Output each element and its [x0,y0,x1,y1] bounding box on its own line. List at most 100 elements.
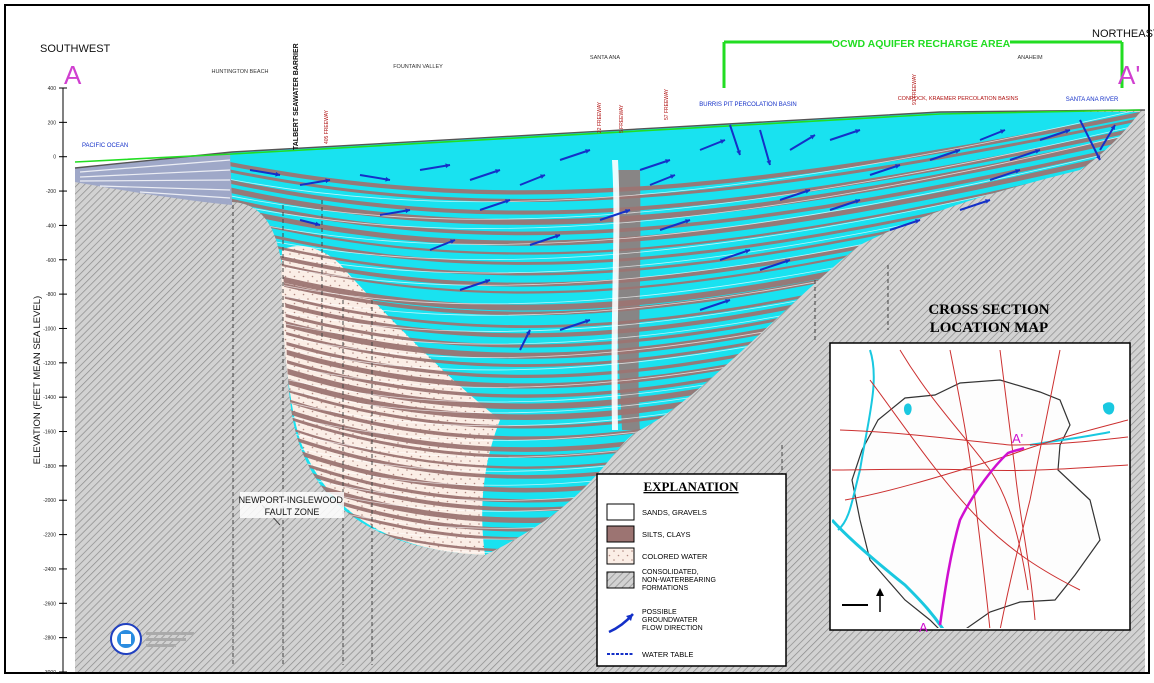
flow-arrowhead [585,319,590,324]
flow-arrow [429,239,456,251]
flow-arrowhead [736,150,741,155]
y-tick-label: -1800 [43,464,56,470]
flow-arrowhead [625,209,630,214]
central-ridge [616,170,641,430]
flow-arrow [729,124,741,156]
legend-swatch-silts [606,525,635,543]
inset-location-map: CROSS SECTION LOCATION MAP [829,302,1131,635]
sand-seam [230,145,1140,245]
flow-arrowhead [1035,149,1040,154]
y-tick-label: -3000 [43,670,56,676]
inset-scale-north [842,588,884,612]
inset-map-content [832,349,1128,628]
feature-conrock-kraemer: CONROCK, KRAEMER PERCOLATION BASINS [898,96,1019,102]
flow-arrow [829,199,861,211]
flow-arrow [779,189,811,201]
legend-title: EXPLANATION [643,479,739,494]
legend-label-silts: SILTS, CLAYS [642,530,691,539]
flow-arrow [989,169,1021,181]
flow-arrow [759,129,771,166]
y-tick-label: -2400 [43,567,56,573]
fault-zone-label: NEWPORT-INGLEWOOD FAULT ZONE [239,495,346,517]
flow-arrowhead [725,299,730,304]
fault-zone-line-2: FAULT ZONE [265,507,320,517]
flow-arrowhead [325,178,330,184]
feature-pacific-ocean: PACIFIC OCEAN [82,143,128,149]
y-tick-label: -1200 [43,361,56,367]
flow-arrow [649,174,676,186]
place-anaheim: ANAHEIM [1017,55,1042,61]
flow-arrow [1099,124,1116,151]
legend: EXPLANATION SANDS, GRAVELS SILTS, CLAYS … [596,473,787,667]
legend-label-consolidated: CONSOLIDATED, NON-WATERBEARING FORMATION… [642,569,718,592]
y-tick-label: 0 [53,155,56,161]
inset-river-east [1029,431,1111,446]
y-tick-label: -2800 [43,636,56,642]
northeast-label: NORTHEAST [1092,28,1154,40]
flow-arrowhead [450,239,455,244]
flow-arrowhead [1065,129,1070,134]
flow-arrow [559,319,591,331]
flow-arrowhead [1000,129,1005,134]
place-huntington-beach: HUNTINGTON BEACH [211,69,268,75]
flow-arrow [699,299,731,311]
inset-coastline [832,518,945,628]
legend-label-water-table: WATER TABLE [642,650,693,659]
inset-lake-west [903,403,912,416]
flow-arrowhead [485,279,490,284]
flow-arrow [719,249,751,261]
inset-river [837,349,875,531]
flow-arrow [1039,129,1071,141]
flow-arrowhead [1095,155,1101,160]
y-tick-label: -2600 [43,601,56,607]
y-tick-label: -200 [46,189,56,195]
freeway-405: 405 FREEWAY [324,109,330,144]
y-axis-label: ELEVATION (FEET MEAN SEA LEVEL) [32,296,43,464]
flow-arrowhead [766,160,772,165]
flow-arrow [869,164,901,176]
flow-arrow [759,259,791,271]
flow-arrowhead [855,129,860,134]
legend-swatch-colored-water [606,547,635,565]
feature-santa-ana-river: SANTA ANA RIVER [1066,97,1119,103]
feature-talbert-barrier: TALBERT SEAWATER BARRIER [293,43,300,150]
flow-arrow [959,199,991,211]
flow-arrow [249,169,281,176]
y-tick-label: -2200 [43,533,56,539]
y-tick-label: -1400 [43,395,56,401]
y-tick-label: -1600 [43,430,56,436]
legend-swatch-sands [606,503,635,521]
feature-burris-pit: BURRIS PIT PERCOLATION BASIN [699,102,796,108]
flow-arrowhead [275,171,280,177]
place-santa-ana: SANTA ANA [590,55,620,61]
flow-arrow [299,179,331,186]
ground-surface [74,109,1146,169]
freeway-91: 91 FREEWAY [912,73,918,105]
flow-arrow [459,279,491,291]
flow-arrowhead [895,164,900,169]
flow-arrow [559,149,591,161]
legend-label-flow-line-2: GROUNDWATER [642,617,698,624]
legend-label-flow-line-3: FLOW DIRECTION [642,625,703,632]
flow-arrowhead [665,159,670,164]
freeway-22: 22 FREEWAY [597,101,603,133]
recharge-area-label: OCWD AQUIFER RECHARGE AREA [832,38,1011,50]
legend-label-flow: POSSIBLE GROUNDWATER FLOW DIRECTION [642,609,703,632]
legend-label-consolidated-line-2: NON-WATERBEARING [642,577,716,584]
flow-arrowhead [585,149,590,154]
flow-arrow [659,219,691,231]
groundwater-flow-arrows [249,119,1116,351]
flow-arrow [479,199,511,211]
flow-arrow [979,129,1006,141]
flow-arrowhead [445,163,450,169]
inset-freeways [832,349,1128,628]
flow-arrowhead [1110,125,1115,130]
flow-arrow [419,164,451,171]
flow-arrowhead [495,169,500,174]
water-table-line [74,109,1141,163]
flow-arrow [1009,149,1041,161]
flow-arrow [379,209,411,216]
freeway-57: 57 FREEWAY [664,88,670,120]
flow-arrowhead [670,174,675,179]
